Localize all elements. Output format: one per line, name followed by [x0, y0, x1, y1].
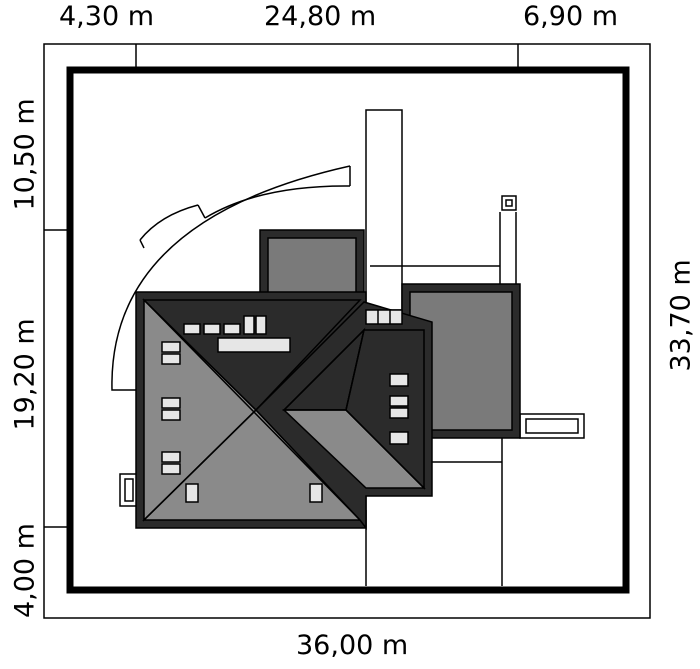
roof-window: [309, 483, 323, 503]
curved-path-cap-1: [139, 239, 145, 249]
roof-window: [185, 483, 199, 503]
roof-hip-line-2: [143, 409, 257, 521]
dimension-frame-rect: [43, 43, 651, 619]
dim-label-right: 33,70 m: [665, 259, 697, 372]
roof-window: [161, 341, 181, 353]
roof-window: [243, 315, 255, 335]
roof-window: [255, 315, 267, 335]
curved-path-inner: [204, 185, 351, 219]
roof-wing-ridge-1: [283, 329, 365, 411]
connector-strip: [365, 309, 403, 325]
dim-label-left-top: 10,50 m: [9, 98, 41, 211]
roof-window: [183, 323, 201, 335]
curved-path-segment: [139, 204, 199, 241]
curved-path-outer: [111, 165, 351, 391]
roof-window: [389, 407, 409, 419]
post-marker-inner: [505, 199, 513, 207]
dimension-frame: [43, 43, 651, 619]
dim-label-left-bottom: 4,00 m: [9, 523, 41, 619]
dim-label-top-right: 6,90 m: [523, 1, 619, 32]
dim-label-bottom: 36,00 m: [296, 630, 409, 661]
roof-window: [161, 409, 181, 421]
curved-path-cap-2: [197, 204, 206, 219]
dim-label-top-middle: 24,80 m: [264, 1, 377, 32]
dim-label-left-middle: 19,20 m: [9, 318, 41, 431]
roof-window: [389, 373, 409, 387]
dim-label-top-left: 4,30 m: [59, 1, 155, 32]
roof-window: [161, 397, 181, 409]
property-boundary: [66, 66, 630, 594]
roof-window: [161, 451, 181, 463]
roof-windows: [161, 315, 409, 503]
roof-window: [389, 395, 409, 407]
roof-window: [203, 323, 221, 335]
roof-wing-ridge-2: [345, 409, 425, 489]
roof-window: [161, 353, 181, 365]
curved-path: [111, 165, 351, 391]
roof-flat-north: [267, 237, 357, 299]
roof-window: [223, 323, 241, 335]
roof-wing-ridge-4: [345, 329, 365, 411]
roof-hip-line-1: [143, 299, 361, 521]
roof-window: [389, 431, 409, 445]
roof-window: [161, 463, 181, 475]
roof-skylight-long: [217, 337, 291, 353]
driveway-strip: [365, 109, 403, 311]
side-step-inner: [124, 478, 134, 502]
terrace-strip-inner: [525, 418, 579, 434]
